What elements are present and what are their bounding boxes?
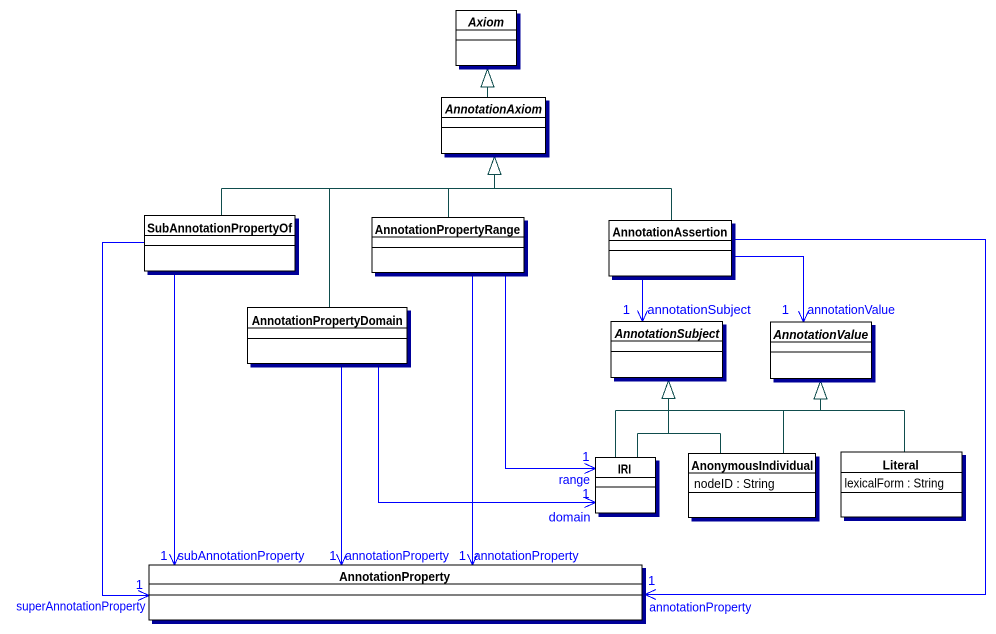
svg-text:superAnnotationProperty: superAnnotationProperty bbox=[16, 599, 146, 614]
svg-text:AnnotationSubject: AnnotationSubject bbox=[614, 326, 720, 341]
svg-text:range: range bbox=[559, 472, 590, 487]
svg-text:1: 1 bbox=[459, 548, 466, 563]
svg-text:subAnnotationProperty: subAnnotationProperty bbox=[178, 548, 305, 563]
svg-text:AnonymousIndividual: AnonymousIndividual bbox=[691, 458, 813, 473]
svg-text:annotationSubject: annotationSubject bbox=[647, 302, 751, 317]
svg-text:annotationValue: annotationValue bbox=[807, 302, 895, 317]
svg-text:nodeID : String: nodeID : String bbox=[694, 476, 775, 491]
svg-text:1: 1 bbox=[160, 548, 167, 563]
svg-text:AnnotationPropertyRange: AnnotationPropertyRange bbox=[375, 222, 520, 237]
svg-text:AnnotationAssertion: AnnotationAssertion bbox=[612, 225, 727, 240]
svg-text:annotationProperty: annotationProperty bbox=[649, 600, 751, 615]
svg-text:Literal: Literal bbox=[883, 458, 919, 473]
svg-text:AnnotationValue: AnnotationValue bbox=[772, 327, 868, 342]
svg-text:SubAnnotationPropertyOf: SubAnnotationPropertyOf bbox=[147, 221, 293, 236]
svg-text:Axiom: Axiom bbox=[467, 15, 504, 30]
svg-text:AnnotationAxiom: AnnotationAxiom bbox=[444, 102, 542, 117]
svg-text:1: 1 bbox=[648, 573, 655, 588]
svg-text:1: 1 bbox=[582, 449, 589, 464]
svg-text:lexicalForm : String: lexicalForm : String bbox=[845, 476, 944, 491]
svg-text:AnnotationPropertyDomain: AnnotationPropertyDomain bbox=[252, 313, 403, 328]
svg-text:1: 1 bbox=[782, 302, 789, 317]
svg-text:1: 1 bbox=[329, 548, 336, 563]
svg-text:AnnotationProperty: AnnotationProperty bbox=[339, 569, 451, 584]
svg-text:1: 1 bbox=[582, 486, 589, 501]
svg-text:annotationProperty: annotationProperty bbox=[345, 548, 449, 563]
svg-text:domain: domain bbox=[549, 510, 591, 525]
svg-text:1: 1 bbox=[623, 302, 630, 317]
svg-text:annotationProperty: annotationProperty bbox=[474, 548, 579, 563]
svg-text:IRI: IRI bbox=[618, 462, 631, 477]
svg-text:1: 1 bbox=[136, 577, 143, 592]
